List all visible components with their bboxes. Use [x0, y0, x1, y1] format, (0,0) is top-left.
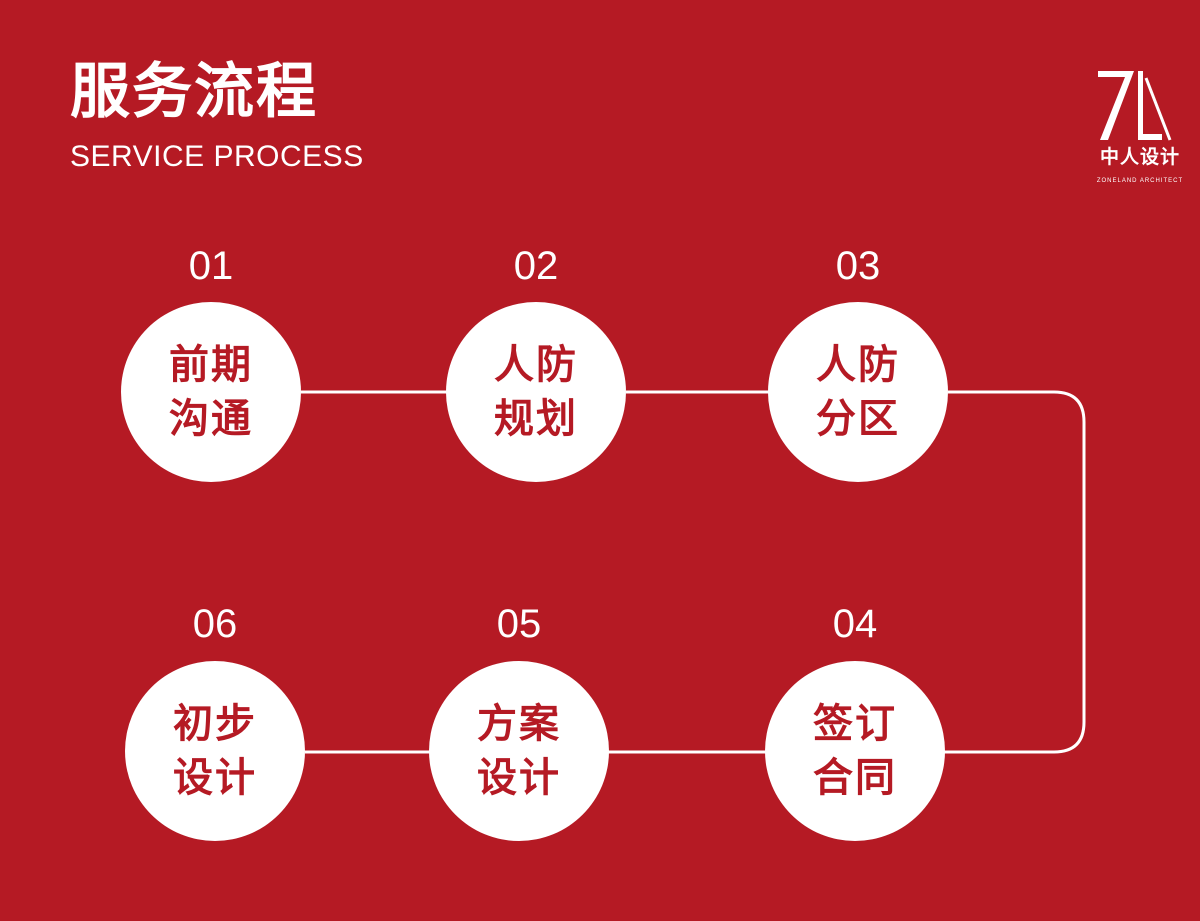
step-02-number: 02: [513, 244, 559, 288]
step-01-circle: 前期 沟通: [121, 302, 301, 482]
step-02-label-line1: 人防: [494, 342, 578, 388]
step-01-label-line2: 沟通: [169, 396, 253, 442]
step-03-number: 03: [835, 244, 881, 288]
step-03-label: 人防 分区: [816, 338, 900, 446]
step-03-circle: 人防 分区: [768, 302, 948, 482]
step-05-circle: 方案 设计: [429, 661, 609, 841]
page-subtitle: SERVICE PROCESS: [70, 140, 364, 173]
logo-chinese-name: 中人设计: [1099, 146, 1180, 168]
step-06-circle: 初步 设计: [125, 661, 305, 841]
step-01-number: 01: [188, 244, 234, 288]
step-01-label-line1: 前期: [169, 342, 253, 388]
step-03-label-line1: 人防: [816, 342, 900, 388]
page-title: 服务流程: [70, 57, 318, 127]
zoneland-logo: 中人设计 ZONELAND ARCHITECT: [1092, 68, 1187, 193]
step-04-label-line1: 签订: [813, 701, 897, 747]
step-05-label: 方案 设计: [477, 697, 561, 805]
step-06-label-line2: 设计: [173, 755, 257, 801]
step-02-label-line2: 规划: [494, 396, 578, 442]
step-04-label-line2: 合同: [813, 755, 897, 801]
step-02-circle: 人防 规划: [446, 302, 626, 482]
zl-logo-icon: [1098, 71, 1172, 141]
step-05-number: 05: [496, 602, 542, 646]
step-01-label: 前期 沟通: [169, 338, 253, 446]
step-06-label-line1: 初步: [173, 701, 257, 747]
step-06-number: 06: [192, 602, 238, 646]
step-05-label-line2: 设计: [477, 755, 561, 801]
logo-english-name: ZONELAND ARCHITECT: [1096, 178, 1184, 184]
step-04-circle: 签订 合同: [765, 661, 945, 841]
step-06-label: 初步 设计: [173, 697, 257, 805]
step-04-label: 签订 合同: [813, 697, 897, 805]
connector-03-04: [944, 390, 1086, 754]
step-04-number: 04: [832, 602, 878, 646]
step-03-label-line2: 分区: [816, 396, 900, 442]
step-05-label-line1: 方案: [477, 701, 561, 747]
step-02-label: 人防 规划: [494, 338, 578, 446]
